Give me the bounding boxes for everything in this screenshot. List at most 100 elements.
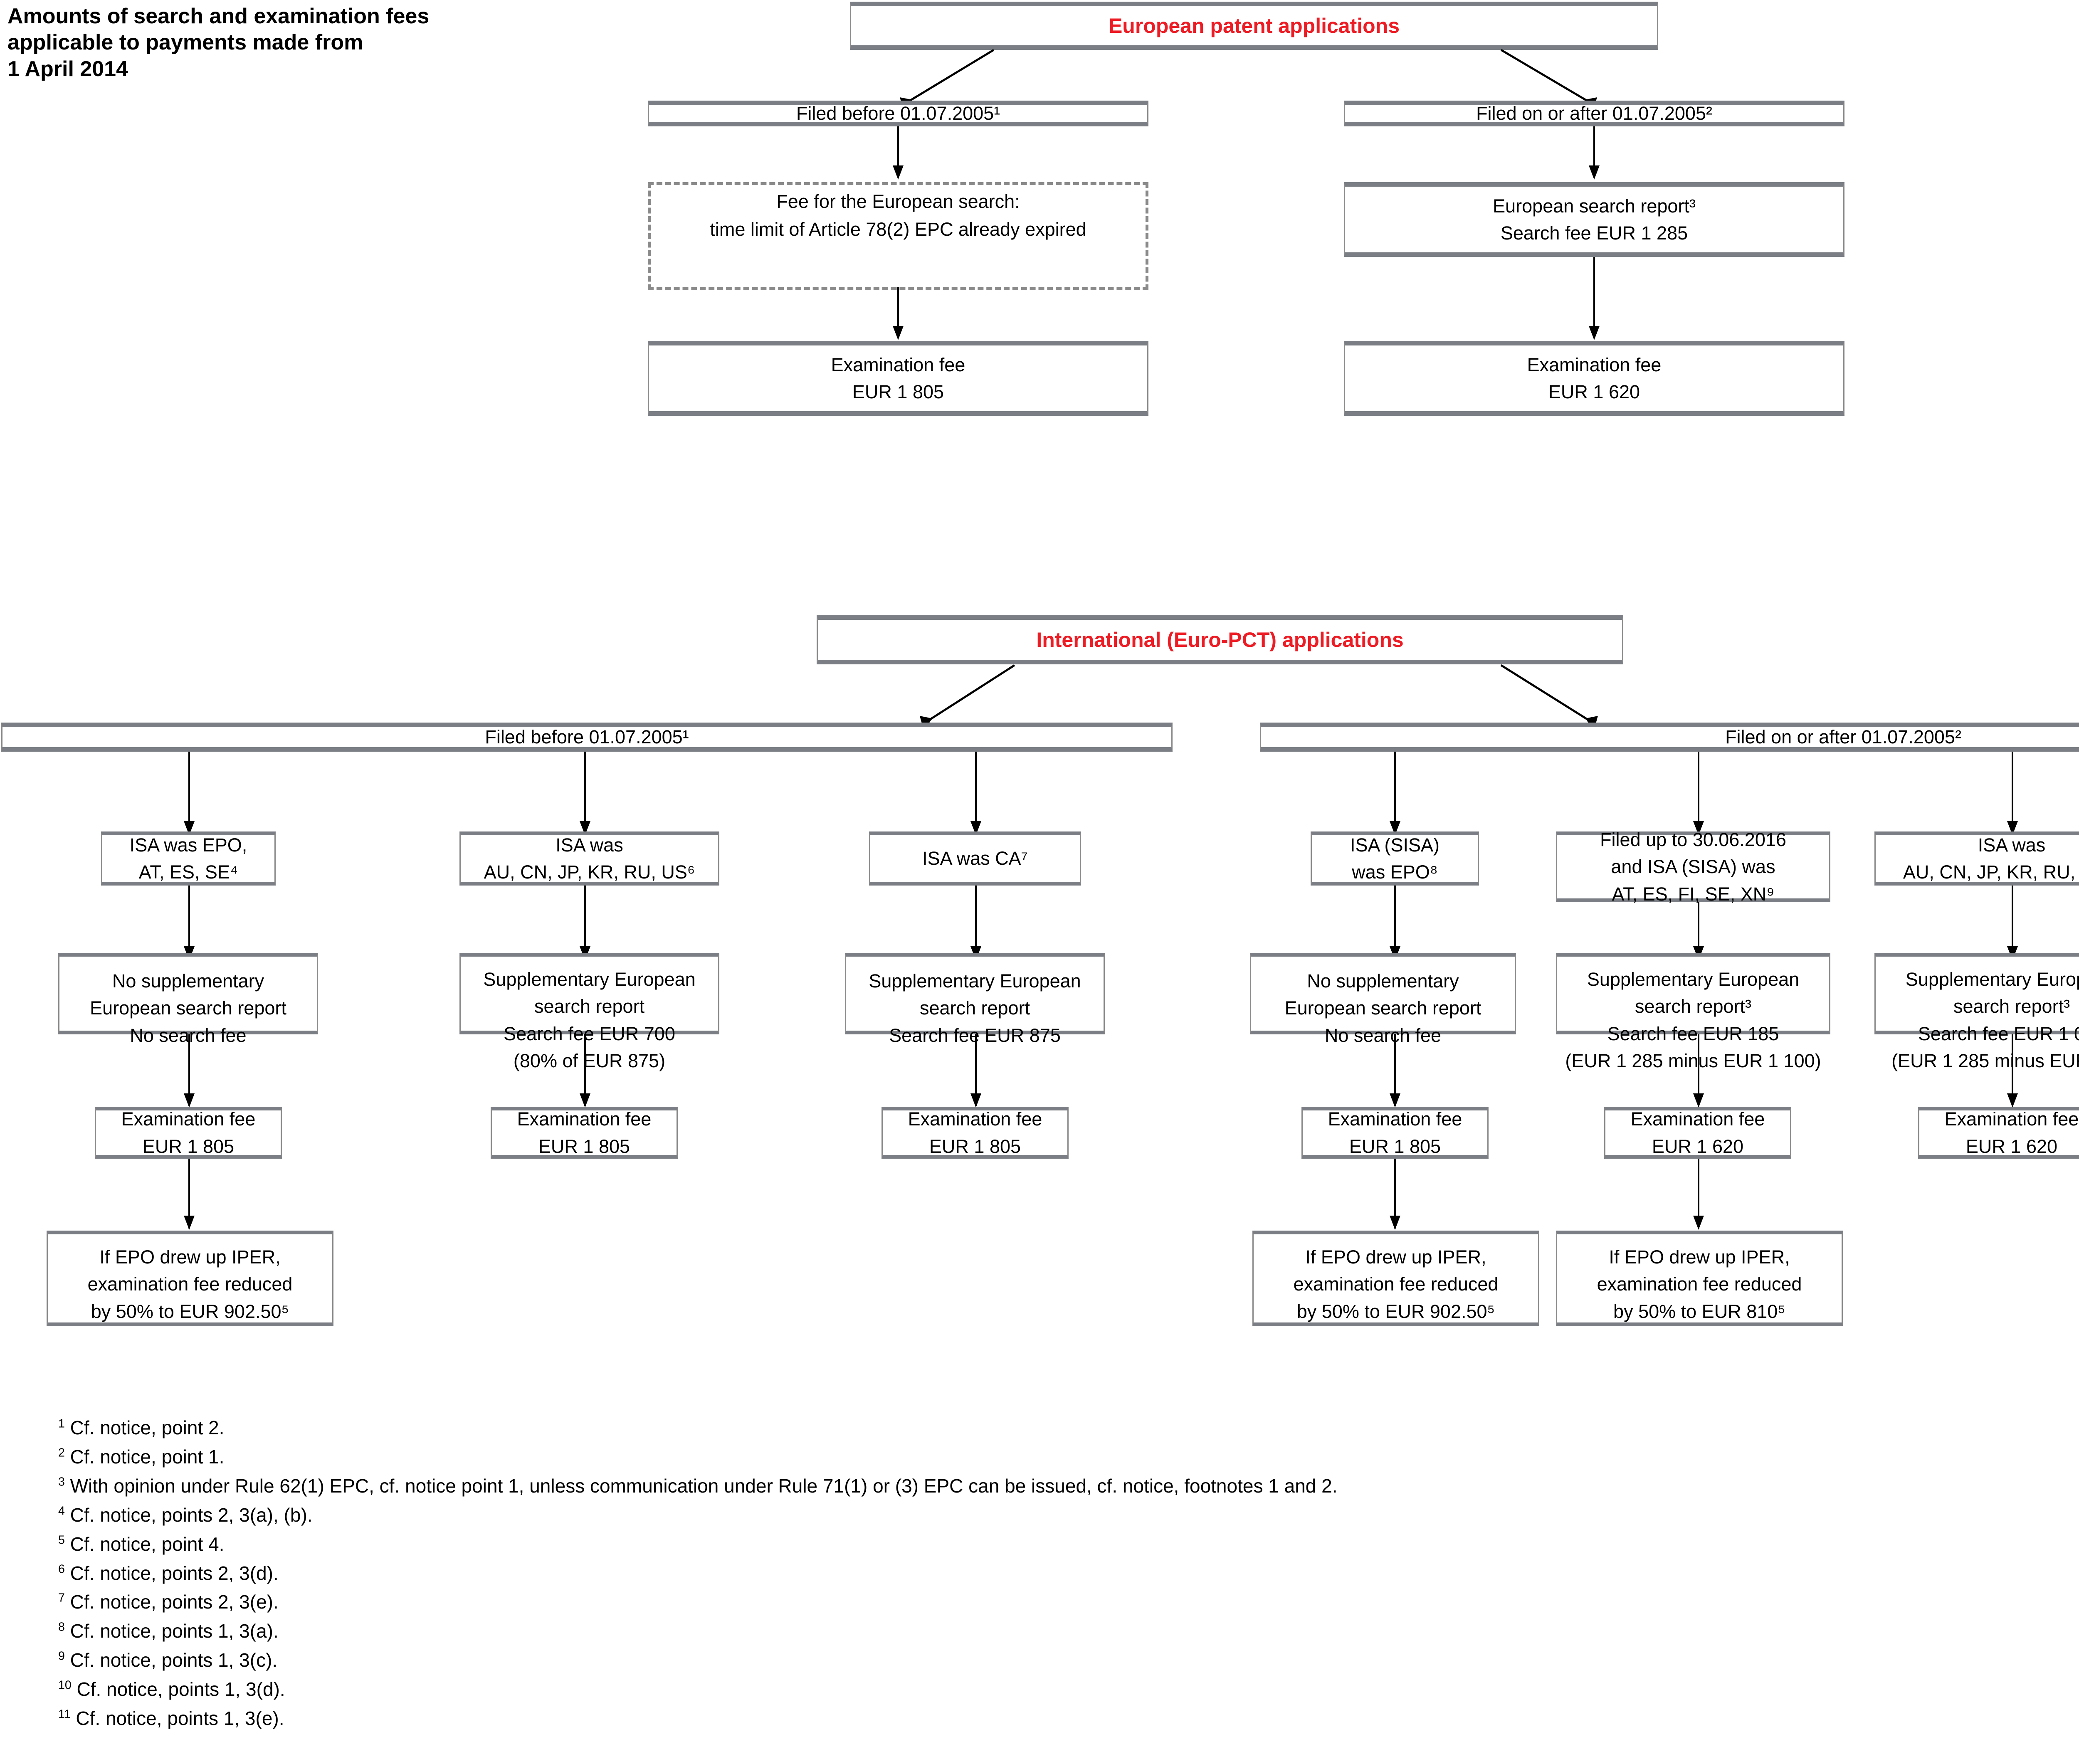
arrow-ep-after-1 (1589, 165, 1600, 180)
exam-text: Examination fee EUR 1 805 (121, 1105, 256, 1160)
group-pct-filed-after: Filed on or after 01.07.2005² (1260, 723, 2079, 752)
connector-pct-before-c1 (188, 752, 190, 833)
header-international-euro-pct: International (Euro-PCT) applications (817, 615, 1623, 664)
step-text: Examination fee EUR 1 620 (1527, 351, 1662, 406)
exam-pct-after-epo: Examination fee EUR 1 805 (1301, 1107, 1489, 1159)
connector-ep-after-2 (1593, 257, 1595, 336)
footnote-marker: 9 (58, 1650, 65, 1663)
search-text: Supplementary European search report³ Se… (1891, 966, 2079, 1074)
exam-text: Examination fee EUR 1 620 (1945, 1105, 2079, 1160)
exam-pct-before-epo: Examination fee EUR 1 805 (95, 1107, 282, 1159)
exam-text: Examination fee EUR 1 805 (1328, 1105, 1462, 1160)
isa-pct-after-at-es-fi: Filed up to 30.06.2016 and ISA (SISA) wa… (1556, 831, 1830, 902)
iper-text: If EPO drew up IPER, examination fee red… (88, 1243, 293, 1325)
footnote-text: Cf. notice, points 1, 3(d). (77, 1678, 285, 1700)
footnote-item: 2 Cf. notice, point 1. (58, 1443, 1721, 1472)
footnote-item: 8 Cf. notice, points 1, 3(a). (58, 1617, 1721, 1646)
footnote-item: 11 Cf. notice, points 1, 3(e). (58, 1704, 1721, 1733)
footnote-marker: 5 (58, 1533, 65, 1547)
footnote-marker: 3 (58, 1475, 65, 1488)
isa-pct-after-epo: ISA (SISA) was EPO⁸ (1311, 831, 1479, 886)
footnote-text: Cf. notice, point 1. (70, 1446, 225, 1468)
footnote-text: Cf. notice, point 2. (70, 1417, 225, 1438)
footnote-marker: 11 (58, 1708, 71, 1721)
footnote-text: Cf. notice, points 1, 3(c). (70, 1649, 278, 1671)
footnote-marker: 4 (58, 1504, 65, 1517)
exam-text: Examination fee EUR 1 805 (517, 1105, 652, 1160)
footnote-marker: 2 (58, 1446, 65, 1460)
isa-text: ISA was EPO, AT, ES, SE⁴ (130, 831, 247, 886)
search-pct-before-au-cn: Supplementary European search report Sea… (459, 953, 719, 1034)
header-label: European patent applications (1109, 11, 1400, 41)
connector-pct-before-c3 (975, 752, 977, 833)
branch-label: Filed before 01.07.2005¹ (796, 100, 1000, 127)
isa-text: Filed up to 30.06.2016 and ISA (SISA) wa… (1600, 826, 1786, 908)
iper-text: If EPO drew up IPER, examination fee red… (1597, 1243, 1802, 1325)
search-pct-after-at-es-fi: Supplementary European search report³ Se… (1556, 953, 1830, 1034)
footnote-item: 6 Cf. notice, points 2, 3(d). (58, 1559, 1721, 1588)
footnote-text: Cf. notice, point 4. (70, 1533, 225, 1555)
iper-text: If EPO drew up IPER, examination fee red… (1294, 1243, 1499, 1325)
iper-pct-after-epo: If EPO drew up IPER, examination fee red… (1252, 1231, 1539, 1326)
branch-label: Filed on or after 01.07.2005² (1476, 100, 1712, 127)
isa-text: ISA was CA⁷ (922, 845, 1028, 872)
footnote-item: 1 Cf. notice, point 2. (58, 1414, 1721, 1443)
isa-pct-before-au-cn: ISA was AU, CN, JP, KR, RU, US⁶ (459, 831, 719, 886)
exam-pct-before-ca: Examination fee EUR 1 805 (881, 1107, 1069, 1159)
footnote-marker: 1 (58, 1417, 65, 1431)
footnote-item: 9 Cf. notice, points 1, 3(c). (58, 1646, 1721, 1675)
exam-pct-after-at-es-fi: Examination fee EUR 1 620 (1604, 1107, 1791, 1159)
arrow-ep-before-1 (893, 165, 904, 180)
footnote-text: Cf. notice, points 2, 3(d). (70, 1562, 279, 1584)
footnote-marker: 6 (58, 1562, 65, 1576)
page-title: Amounts of search and examination fees a… (7, 3, 581, 82)
step-ep-before-search-text: Fee for the European search: time limit … (648, 188, 1148, 243)
search-pct-after-epo: No supplementary European search report … (1250, 953, 1516, 1034)
search-pct-before-epo: No supplementary European search report … (58, 953, 318, 1034)
footnotes-list: 1 Cf. notice, point 2. 2 Cf. notice, poi… (58, 1414, 1721, 1733)
group-label: Filed before 01.07.2005¹ (485, 723, 689, 750)
step-ep-before-exam: Examination fee EUR 1 805 (648, 341, 1148, 416)
search-text: No supplementary European search report … (1285, 967, 1481, 1049)
footnote-text: Cf. notice, points 2, 3(a), (b). (70, 1504, 313, 1526)
group-label: Filed on or after 01.07.2005² (1725, 723, 1961, 750)
footnote-text: Cf. notice, points 1, 3(a). (70, 1620, 279, 1642)
footnote-text: With opinion under Rule 62(1) EPC, cf. n… (70, 1475, 1338, 1497)
header-european-patent-applications: European patent applications (850, 2, 1658, 50)
step-ep-after-search: European search report³ Search fee EUR 1… (1344, 182, 1844, 257)
header-label: International (Euro-PCT) applications (1036, 625, 1403, 655)
search-text: Supplementary European search report³ Se… (1565, 966, 1821, 1074)
isa-pct-before-epo: ISA was EPO, AT, ES, SE⁴ (101, 831, 276, 886)
footnote-item: 7 Cf. notice, points 2, 3(e). (58, 1588, 1721, 1617)
connector-pct-before-c2 (584, 752, 586, 833)
connector-pct-after-c3 (2012, 752, 2013, 833)
exam-text: Examination fee EUR 1 805 (908, 1105, 1042, 1160)
step-text: Examination fee EUR 1 805 (831, 351, 965, 406)
footnote-marker: 10 (58, 1679, 72, 1692)
arrow-r2-c (1693, 1216, 1704, 1230)
search-pct-before-ca: Supplementary European search report Sea… (845, 953, 1105, 1034)
isa-text: ISA was AU, CN, JP, KR, RU, US⁶ (484, 831, 695, 886)
step-ep-after-exam: Examination fee EUR 1 620 (1344, 341, 1844, 416)
arrow-c1-c (184, 1216, 195, 1230)
isa-pct-after-au-cn: ISA was AU, CN, JP, KR, RU, US¹⁰ (1874, 831, 2079, 886)
footnote-marker: 7 (58, 1591, 65, 1605)
group-pct-filed-before: Filed before 01.07.2005¹ (1, 723, 1173, 752)
exam-pct-before-au-cn: Examination fee EUR 1 805 (491, 1107, 678, 1159)
isa-text: ISA (SISA) was EPO⁸ (1350, 831, 1439, 886)
footnote-item: 4 Cf. notice, points 2, 3(a), (b). (58, 1501, 1721, 1530)
branch-ep-filed-before: Filed before 01.07.2005¹ (648, 101, 1148, 126)
exam-pct-after-au-cn: Examination fee EUR 1 620 (1918, 1107, 2079, 1159)
search-pct-after-au-cn: Supplementary European search report³ Se… (1874, 953, 2079, 1034)
branch-ep-filed-after: Filed on or after 01.07.2005² (1344, 101, 1844, 126)
step-text: European search report³ Search fee EUR 1… (1493, 192, 1696, 247)
arrow-ep-before-2 (893, 326, 904, 340)
footnote-item: 10 Cf. notice, points 1, 3(d). (58, 1675, 1721, 1704)
footnote-item: 3 With opinion under Rule 62(1) EPC, cf.… (58, 1472, 1721, 1501)
connector-pct-after-c2 (1698, 752, 1699, 833)
footnote-marker: 8 (58, 1621, 65, 1634)
arrow-r1-c (1390, 1216, 1400, 1230)
footnote-text: Cf. notice, points 2, 3(e). (70, 1591, 279, 1613)
iper-pct-after-at-es-fi: If EPO drew up IPER, examination fee red… (1556, 1231, 1843, 1326)
connector-pct-after-c1 (1394, 752, 1396, 833)
